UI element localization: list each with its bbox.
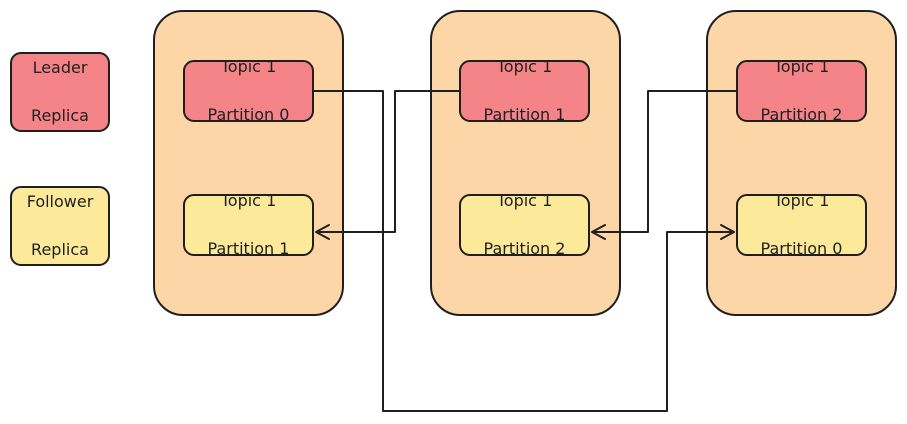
partition-topic: Topic 1: [220, 191, 277, 210]
legend-leader-line1: Leader: [32, 58, 88, 77]
partition-topic: Topic 1: [220, 57, 277, 76]
arrowhead-partition-1: [315, 224, 330, 240]
replication-link-partition-0: [313, 90, 734, 412]
partition-name: Partition 0: [760, 239, 843, 258]
partition-name: Partition 2: [483, 239, 566, 258]
partition-name: Partition 1: [483, 105, 566, 124]
replication-link-partition-1: [316, 90, 460, 233]
legend-follower-line1: Follower: [26, 192, 94, 211]
partition-topic: Topic 1: [496, 57, 553, 76]
partition-name: Partition 0: [207, 105, 290, 124]
partition-topic: Topic 1: [496, 191, 553, 210]
legend-leader-replica: Leader Replica: [10, 52, 110, 132]
broker-3-follower-partition: Topic 1 Partition 0: [736, 191, 867, 258]
legend-leader-line2: Replica: [31, 106, 89, 125]
legend-follower-replica: Follower Replica: [10, 186, 110, 266]
arrowhead-partition-0: [720, 224, 735, 240]
partition-name: Partition 1: [207, 239, 290, 258]
broker-3-leader-partition: Topic 1 Partition 2: [736, 57, 867, 124]
replication-link-partition-2: [592, 90, 737, 233]
broker-2-follower-partition: Topic 1 Partition 2: [459, 191, 590, 258]
broker-1-leader-partition: Topic 1 Partition 0: [183, 57, 314, 124]
broker-2-leader-partition: Topic 1 Partition 1: [459, 57, 590, 124]
arrowhead-partition-2: [591, 224, 606, 240]
broker-1-follower-partition: Topic 1 Partition 1: [183, 191, 314, 258]
partition-topic: Topic 1: [773, 191, 830, 210]
partition-topic: Topic 1: [773, 57, 830, 76]
partition-name: Partition 2: [760, 105, 843, 124]
legend-follower-line2: Replica: [31, 240, 89, 259]
